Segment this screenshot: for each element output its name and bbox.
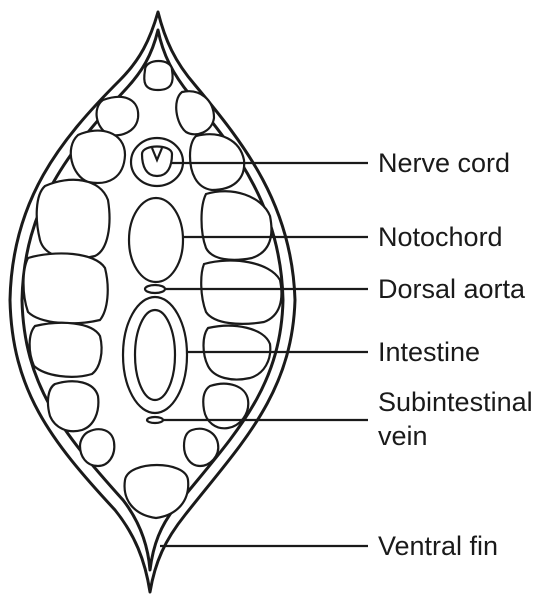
- label-subintestinal-line1: Subintestinal: [378, 387, 533, 417]
- right-myotomes: [175, 90, 283, 468]
- myotome: [202, 382, 250, 430]
- label-nerve-cord: Nerve cord: [378, 148, 510, 178]
- label-notochord: Notochord: [378, 222, 503, 252]
- myotome: [28, 321, 103, 378]
- label-intestine: Intestine: [378, 337, 480, 367]
- myotome: [182, 427, 220, 468]
- myotome: [46, 380, 100, 433]
- label-ventral-fin: Ventral fin: [378, 531, 498, 561]
- dorsal-fin-box: [143, 59, 174, 92]
- subintestinal-vein: [145, 415, 165, 425]
- myotome: [175, 90, 216, 136]
- myotome: [35, 178, 111, 260]
- myotome: [22, 252, 109, 325]
- label-subintestinal-line2: vein: [378, 421, 428, 451]
- label-dorsal-aorta: Dorsal aorta: [378, 274, 526, 304]
- myotome: [200, 259, 283, 325]
- myotome: [78, 428, 116, 468]
- left-myotomes: [22, 95, 140, 468]
- intestine-lumen: [133, 308, 177, 402]
- dorsal-aorta: [143, 283, 167, 295]
- notochord: [127, 196, 185, 284]
- nerve-cord-canal: [150, 147, 164, 163]
- myotome: [95, 95, 140, 137]
- ventral-fin-box: [123, 463, 190, 520]
- myotome: [69, 129, 127, 185]
- myotome: [200, 190, 273, 261]
